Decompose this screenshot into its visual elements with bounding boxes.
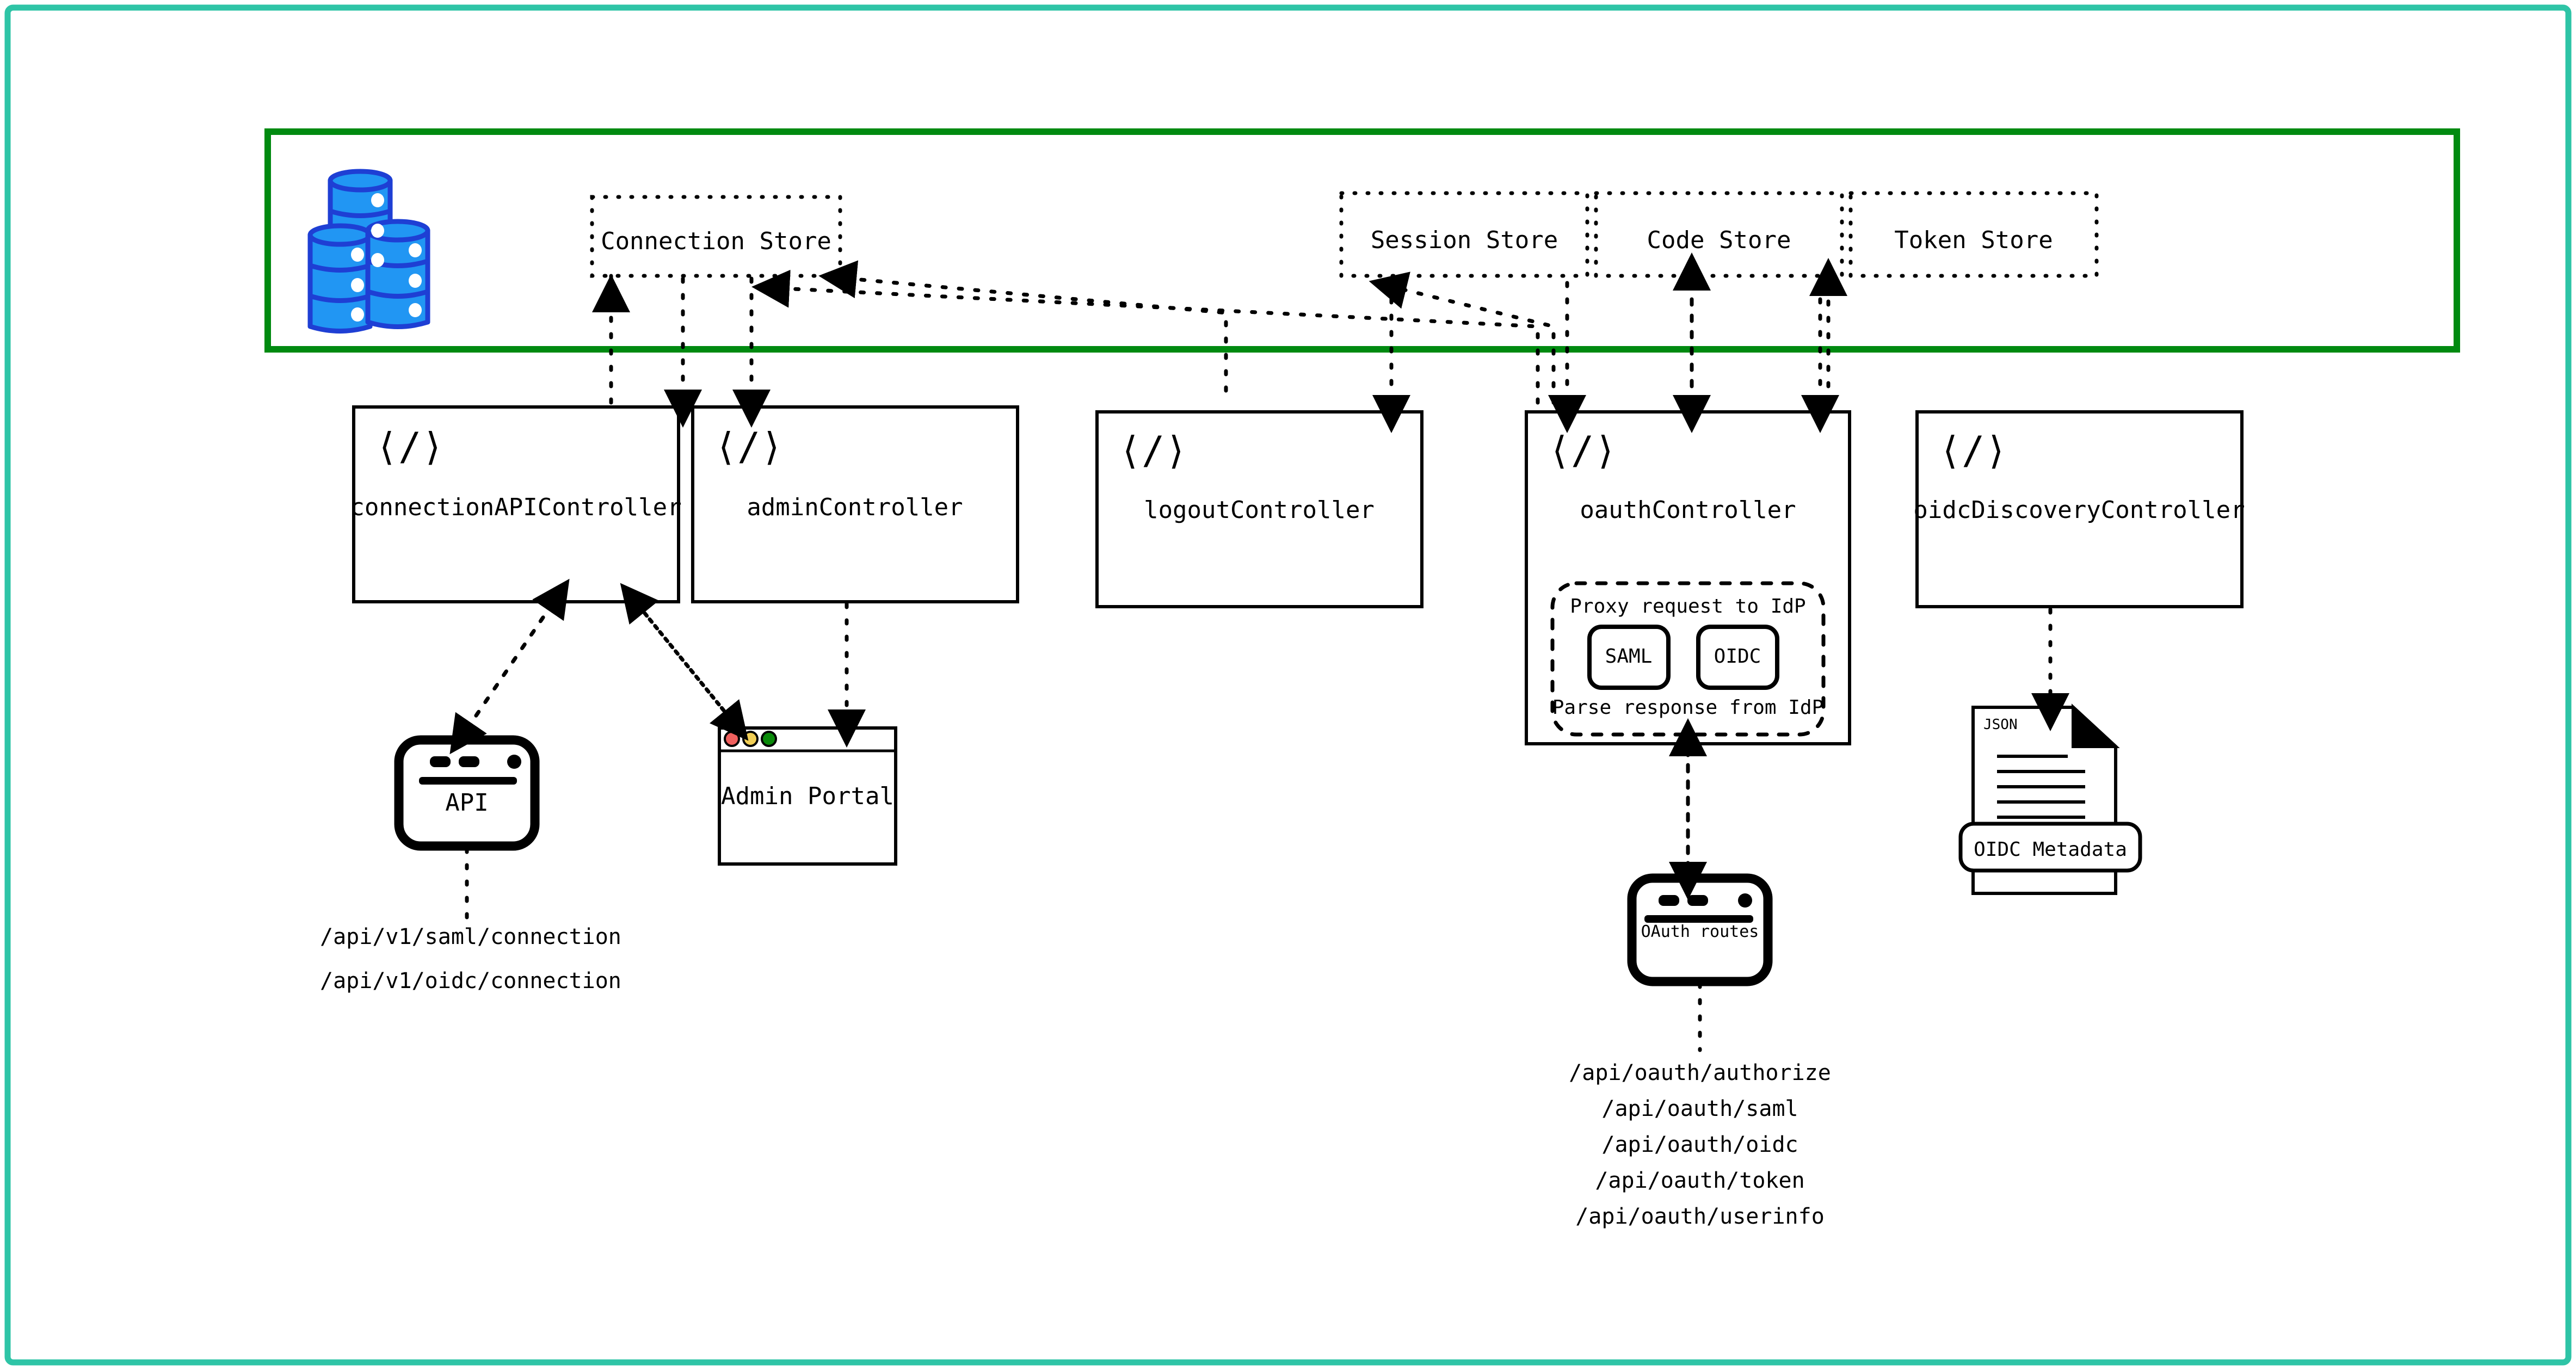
store-label: Session Store	[1371, 226, 1558, 254]
endpoint-path: /api/oauth/oidc	[1601, 1132, 1798, 1157]
connector-oauth-to-connectionstore	[751, 269, 1540, 405]
oidc-metadata-document[interactable]: JSON OIDC Metadata	[1958, 703, 2142, 895]
code-icon: ⟨/⟩	[714, 424, 783, 469]
endpoint-path: /api/oauth/saml	[1601, 1096, 1798, 1121]
controller-label: connectionAPIController	[350, 493, 681, 521]
store-code-store[interactable]: Code Store	[1594, 191, 1844, 278]
code-icon: ⟨/⟩	[1939, 428, 2007, 473]
controller-label: adminController	[747, 493, 963, 521]
document-label: OIDC Metadata	[1974, 838, 2127, 861]
protocol-label: OIDC	[1714, 645, 1761, 668]
store-connection-store[interactable]: Connection Store	[590, 195, 842, 278]
connector-logout-to-connectionstore	[818, 260, 1228, 393]
connector-connapi-to-adminportal	[637, 604, 749, 741]
controller-admin-controller[interactable]: ⟨/⟩ adminController	[691, 405, 1019, 603]
controller-oidc-discovery-controller[interactable]: ⟨/⟩ oidcDiscoveryController	[1913, 410, 2245, 608]
json-label: JSON	[1983, 717, 2018, 733]
database-stack-icon	[307, 169, 430, 334]
store-label: Token Store	[1894, 226, 2053, 254]
protocol-oidc[interactable]: OIDC	[1696, 625, 1779, 690]
parse-response-label: Parse response from IdP	[1552, 696, 1824, 719]
controller-oauth-controller[interactable]: ⟨/⟩ oauthController Proxy request to IdP…	[1525, 410, 1851, 745]
client-label: OAuth routes	[1641, 922, 1759, 941]
endpoint-path: /api/oauth/token	[1595, 1168, 1804, 1193]
endpoint-path: /api/oauth/authorize	[1569, 1060, 1831, 1085]
endpoint-path: /api/oauth/userinfo	[1575, 1204, 1825, 1229]
store-label: Code Store	[1647, 226, 1791, 254]
store-container-frame	[264, 128, 2460, 353]
store-session-store[interactable]: Session Store	[1339, 191, 1589, 278]
controller-label: oidcDiscoveryController	[1913, 496, 2245, 524]
store-token-store[interactable]: Token Store	[1848, 191, 2099, 278]
connector-oauth-to-sessionstore	[1369, 271, 1556, 405]
outer-frame	[4, 4, 2572, 1366]
code-icon: ⟨/⟩	[1548, 428, 1617, 473]
store-label: Connection Store	[601, 227, 831, 255]
controller-connection-api-controller[interactable]: ⟨/⟩ connectionAPIController	[350, 405, 682, 603]
client-oauth-routes[interactable]: OAuth routes	[1627, 873, 1773, 986]
client-label: API	[445, 789, 488, 817]
oauth-idp-proxy-group: Proxy request to IdP SAML OIDC Parse res…	[1550, 581, 1826, 737]
endpoint-path: /api/v1/saml/connection	[320, 924, 621, 949]
client-api[interactable]: API	[394, 735, 540, 851]
controller-label: logoutController	[1144, 496, 1375, 524]
endpoint-path: /api/v1/oidc/connection	[320, 968, 621, 993]
code-icon: ⟨/⟩	[375, 424, 444, 469]
protocol-saml[interactable]: SAML	[1587, 625, 1671, 690]
client-label: Admin Portal	[721, 782, 894, 810]
controller-logout-controller[interactable]: ⟨/⟩ logoutController	[1095, 410, 1423, 608]
proxy-request-label: Proxy request to IdP	[1570, 595, 1805, 618]
controller-label: oauthController	[1580, 496, 1796, 524]
client-admin-portal[interactable]: Admin Portal	[718, 726, 897, 866]
protocol-label: SAML	[1605, 645, 1653, 668]
connector-adminportal-to-connapi	[620, 583, 731, 719]
code-icon: ⟨/⟩	[1119, 428, 1187, 473]
